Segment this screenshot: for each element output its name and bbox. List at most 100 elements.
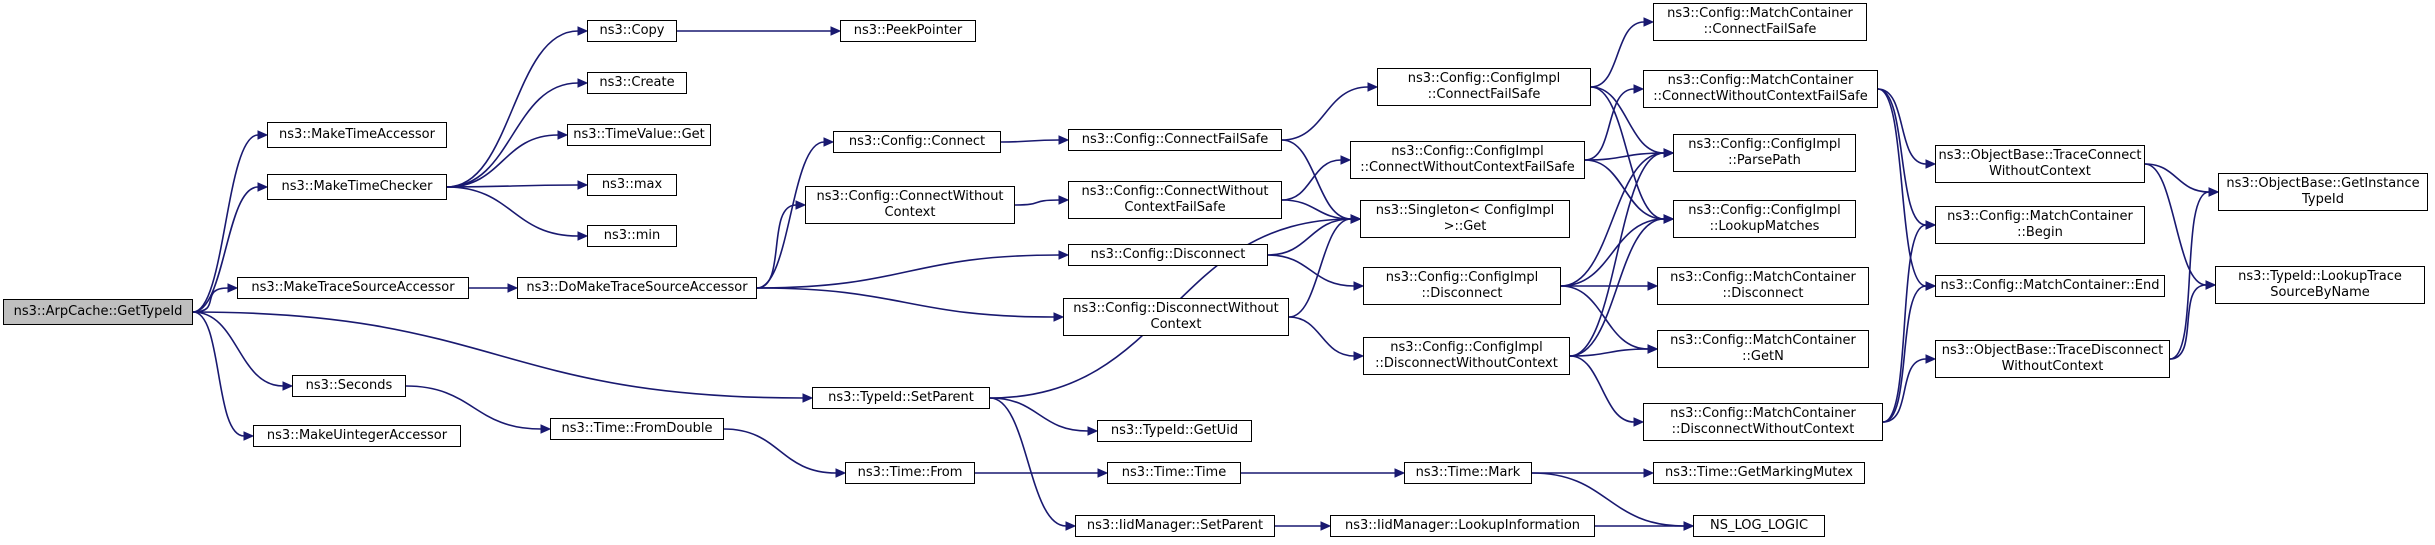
node-create[interactable]: ns3::Create	[587, 72, 687, 94]
node-config-disconnect[interactable]: ns3::Config::Disconnect	[1068, 244, 1268, 266]
edge-cicwcfs-to-mccwcfs	[1584, 88, 1635, 161]
arrowhead-root-to-mua	[243, 431, 255, 441]
node-configimpl-disconnectwithoutcontext[interactable]: ns3::Config::ConfigImpl ::DisconnectWith…	[1363, 337, 1570, 375]
node-matchcontainer-connectfailsafe[interactable]: ns3::Config::MatchContainer ::ConnectFai…	[1653, 3, 1867, 41]
node-domaketracesourceaccessor[interactable]: ns3::DoMakeTraceSourceAccessor	[517, 277, 757, 299]
arrowhead-cicfs-to-mccfs	[1643, 17, 1655, 27]
arrowhead-tidsp-to-singleton	[1350, 214, 1362, 224]
node-configimpl-parsepath[interactable]: ns3::Config::ConfigImpl ::ParsePath	[1673, 134, 1856, 172]
node-objectbase-getinstancetypeid[interactable]: ns3::ObjectBase::GetInstance TypeId	[2218, 173, 2428, 211]
node-iidmanager-lookupinformation[interactable]: ns3::IidManager::LookupInformation	[1330, 515, 1595, 537]
node-config-connectwithoutcontextfailsafe[interactable]: ns3::Config::ConnectWithout ContextFailS…	[1068, 181, 1282, 219]
edge-cdwc-to-cidwc	[1288, 316, 1355, 357]
node-seconds[interactable]: ns3::Seconds	[292, 375, 406, 397]
arrowhead-root-to-tidsp	[802, 393, 814, 403]
node-peekpointer[interactable]: ns3::PeekPointer	[840, 20, 976, 42]
arrowhead-obtdwc-to-tidlts	[2205, 280, 2217, 290]
edge-dmtsa-to-cdisc	[756, 254, 1060, 289]
node-matchcontainer-end[interactable]: ns3::Config::MatchContainer::End	[1935, 275, 2165, 297]
node-config-connect[interactable]: ns3::Config::Connect	[833, 131, 1001, 153]
edge-root-to-mua	[192, 311, 245, 437]
edge-mtc-to-create	[446, 82, 579, 188]
node-maketimeaccessor[interactable]: ns3::MakeTimeAccessor	[267, 122, 447, 148]
edge-cicfs-to-lookup	[1590, 86, 1665, 220]
node-matchcontainer-connectwithoutcontextfailsafe[interactable]: ns3::Config::MatchContainer ::ConnectWit…	[1643, 70, 1878, 108]
edge-cidisc-to-parsepath	[1560, 152, 1665, 287]
node-config-connectwithoutcontext[interactable]: ns3::Config::ConnectWithout Context	[805, 186, 1015, 224]
arrowhead-cidwc-to-lookup	[1663, 214, 1675, 224]
edge-mccwcfs-to-mcbegin	[1877, 88, 1927, 226]
arrowhead-ccwcfs-to-cicwcfs	[1340, 155, 1352, 165]
arrowhead-cidwc-to-mcgetn	[1647, 344, 1659, 354]
arrowhead-mcdwc-to-obtdwc	[1925, 354, 1937, 364]
arrowhead-cidwc-to-parsepath	[1663, 148, 1675, 158]
edge-mcdwc-to-mcend	[1882, 285, 1927, 423]
edge-mtc-to-min	[446, 186, 579, 237]
edge-mcdwc-to-mcbegin	[1882, 224, 1927, 423]
edge-cidwc-to-mcgetn	[1569, 348, 1649, 357]
arrowhead-dmtsa-to-cdisc	[1058, 250, 1070, 260]
edge-obtdwc-to-obgit	[2169, 191, 2210, 360]
node-config-disconnectwithoutcontext[interactable]: ns3::Config::DisconnectWithout Context	[1063, 298, 1289, 336]
node-time-fromdouble[interactable]: ns3::Time::FromDouble	[550, 418, 724, 440]
edge-root-to-mtc	[192, 186, 259, 313]
node-objectbase-tracedisconnectwithoutcontext[interactable]: ns3::ObjectBase::TraceDisconnect Without…	[1935, 340, 2170, 378]
node-matchcontainer-disconnect[interactable]: ns3::Config::MatchContainer ::Disconnect	[1657, 267, 1869, 305]
edge-cdwc-to-singleton	[1288, 218, 1352, 318]
edge-mccwcfs-to-obtcwc	[1877, 88, 1927, 165]
node-typeid-getuid[interactable]: ns3::TypeId::GetUid	[1097, 420, 1252, 442]
arrowhead-tfd-to-tfrom	[835, 468, 847, 478]
node-min[interactable]: ns3::min	[587, 225, 677, 247]
node-matchcontainer-disconnectwithoutcontext[interactable]: ns3::Config::MatchContainer ::Disconnect…	[1643, 403, 1883, 441]
arrowhead-dmtsa-to-ccwc	[795, 200, 807, 210]
node-typeid-lookuptracesourcebyname[interactable]: ns3::TypeId::LookupTrace SourceByName	[2215, 266, 2425, 304]
arrowhead-mtc-to-min	[577, 231, 589, 241]
node-matchcontainer-getn[interactable]: ns3::Config::MatchContainer ::GetN	[1657, 330, 1869, 368]
edge-obtcwc-to-obgit	[2144, 163, 2210, 193]
arrowhead-seconds-to-tfd	[540, 424, 552, 434]
node-configimpl-connectfailsafe[interactable]: ns3::Config::ConfigImpl ::ConnectFailSaf…	[1377, 68, 1591, 106]
node-makeuintegeraccessor[interactable]: ns3::MakeUintegerAccessor	[253, 425, 461, 447]
node-objectbase-traceconnectwithoutcontext[interactable]: ns3::ObjectBase::TraceConnect WithoutCon…	[1935, 145, 2145, 183]
arrowhead-iidli-to-nslog	[1683, 521, 1695, 531]
arrowhead-root-to-mta	[257, 130, 269, 140]
node-max[interactable]: ns3::max	[587, 174, 677, 196]
node-time-time[interactable]: ns3::Time::Time	[1107, 462, 1241, 484]
node-maketimechecker[interactable]: ns3::MakeTimeChecker	[267, 174, 447, 200]
node-config-connectfailsafe[interactable]: ns3::Config::ConnectFailSafe	[1068, 129, 1282, 151]
node-configimpl-lookupmatches[interactable]: ns3::Config::ConfigImpl ::LookupMatches	[1673, 200, 1856, 238]
edge-cidwc-to-lookup	[1569, 218, 1665, 357]
arrowhead-mcdwc-to-mcend	[1925, 281, 1937, 291]
edge-tidsp-to-tidgu	[989, 397, 1089, 432]
arrowhead-dmtsa-to-cdwc	[1053, 312, 1065, 322]
arrowhead-mccwcfs-to-obtcwc	[1925, 159, 1937, 169]
edge-root-to-mta	[192, 134, 259, 313]
edge-mccwcfs-to-mcend	[1877, 88, 1927, 287]
edge-mtc-to-copy	[446, 30, 579, 188]
edge-ccfs-to-cicfs	[1281, 86, 1369, 141]
node-typeid-setparent[interactable]: ns3::TypeId::SetParent	[812, 387, 990, 409]
node-configimpl-disconnect[interactable]: ns3::Config::ConfigImpl ::Disconnect	[1363, 267, 1561, 305]
node-maketracesourceaccessor[interactable]: ns3::MakeTraceSourceAccessor	[237, 277, 469, 299]
arrowhead-tidsp-to-tidgu	[1087, 426, 1099, 436]
edge-obtdwc-to-tidlts	[2169, 284, 2207, 360]
node-copy[interactable]: ns3::Copy	[587, 20, 677, 42]
node-timevalue-get[interactable]: ns3::TimeValue::Get	[567, 124, 711, 146]
edge-tmark-to-nslog	[1531, 472, 1685, 527]
node-iidmanager-setparent[interactable]: ns3::IidManager::SetParent	[1075, 515, 1275, 537]
node-time-getmarkingmutex[interactable]: ns3::Time::GetMarkingMutex	[1653, 462, 1865, 484]
edge-cdisc-to-cidisc	[1267, 254, 1355, 287]
arrowhead-mtc-to-max	[577, 180, 589, 190]
arrowhead-ttime-to-tmark	[1394, 468, 1406, 478]
node-time-mark[interactable]: ns3::Time::Mark	[1404, 462, 1532, 484]
arrowhead-obtdwc-to-obgit	[2208, 187, 2220, 197]
node-singleton-configimpl-get[interactable]: ns3::Singleton< ConfigImpl >::Get	[1360, 200, 1570, 238]
node-time-from[interactable]: ns3::Time::From	[845, 462, 975, 484]
node-configimpl-connectwithoutcontextfailsafe[interactable]: ns3::Config::ConfigImpl ::ConnectWithout…	[1350, 141, 1585, 179]
edge-root-to-tidsp	[192, 311, 804, 399]
node-matchcontainer-begin[interactable]: ns3::Config::MatchContainer ::Begin	[1935, 206, 2145, 244]
edge-root-to-seconds	[192, 311, 284, 387]
node-ns-log-logic[interactable]: NS_LOG_LOGIC	[1693, 515, 1825, 537]
